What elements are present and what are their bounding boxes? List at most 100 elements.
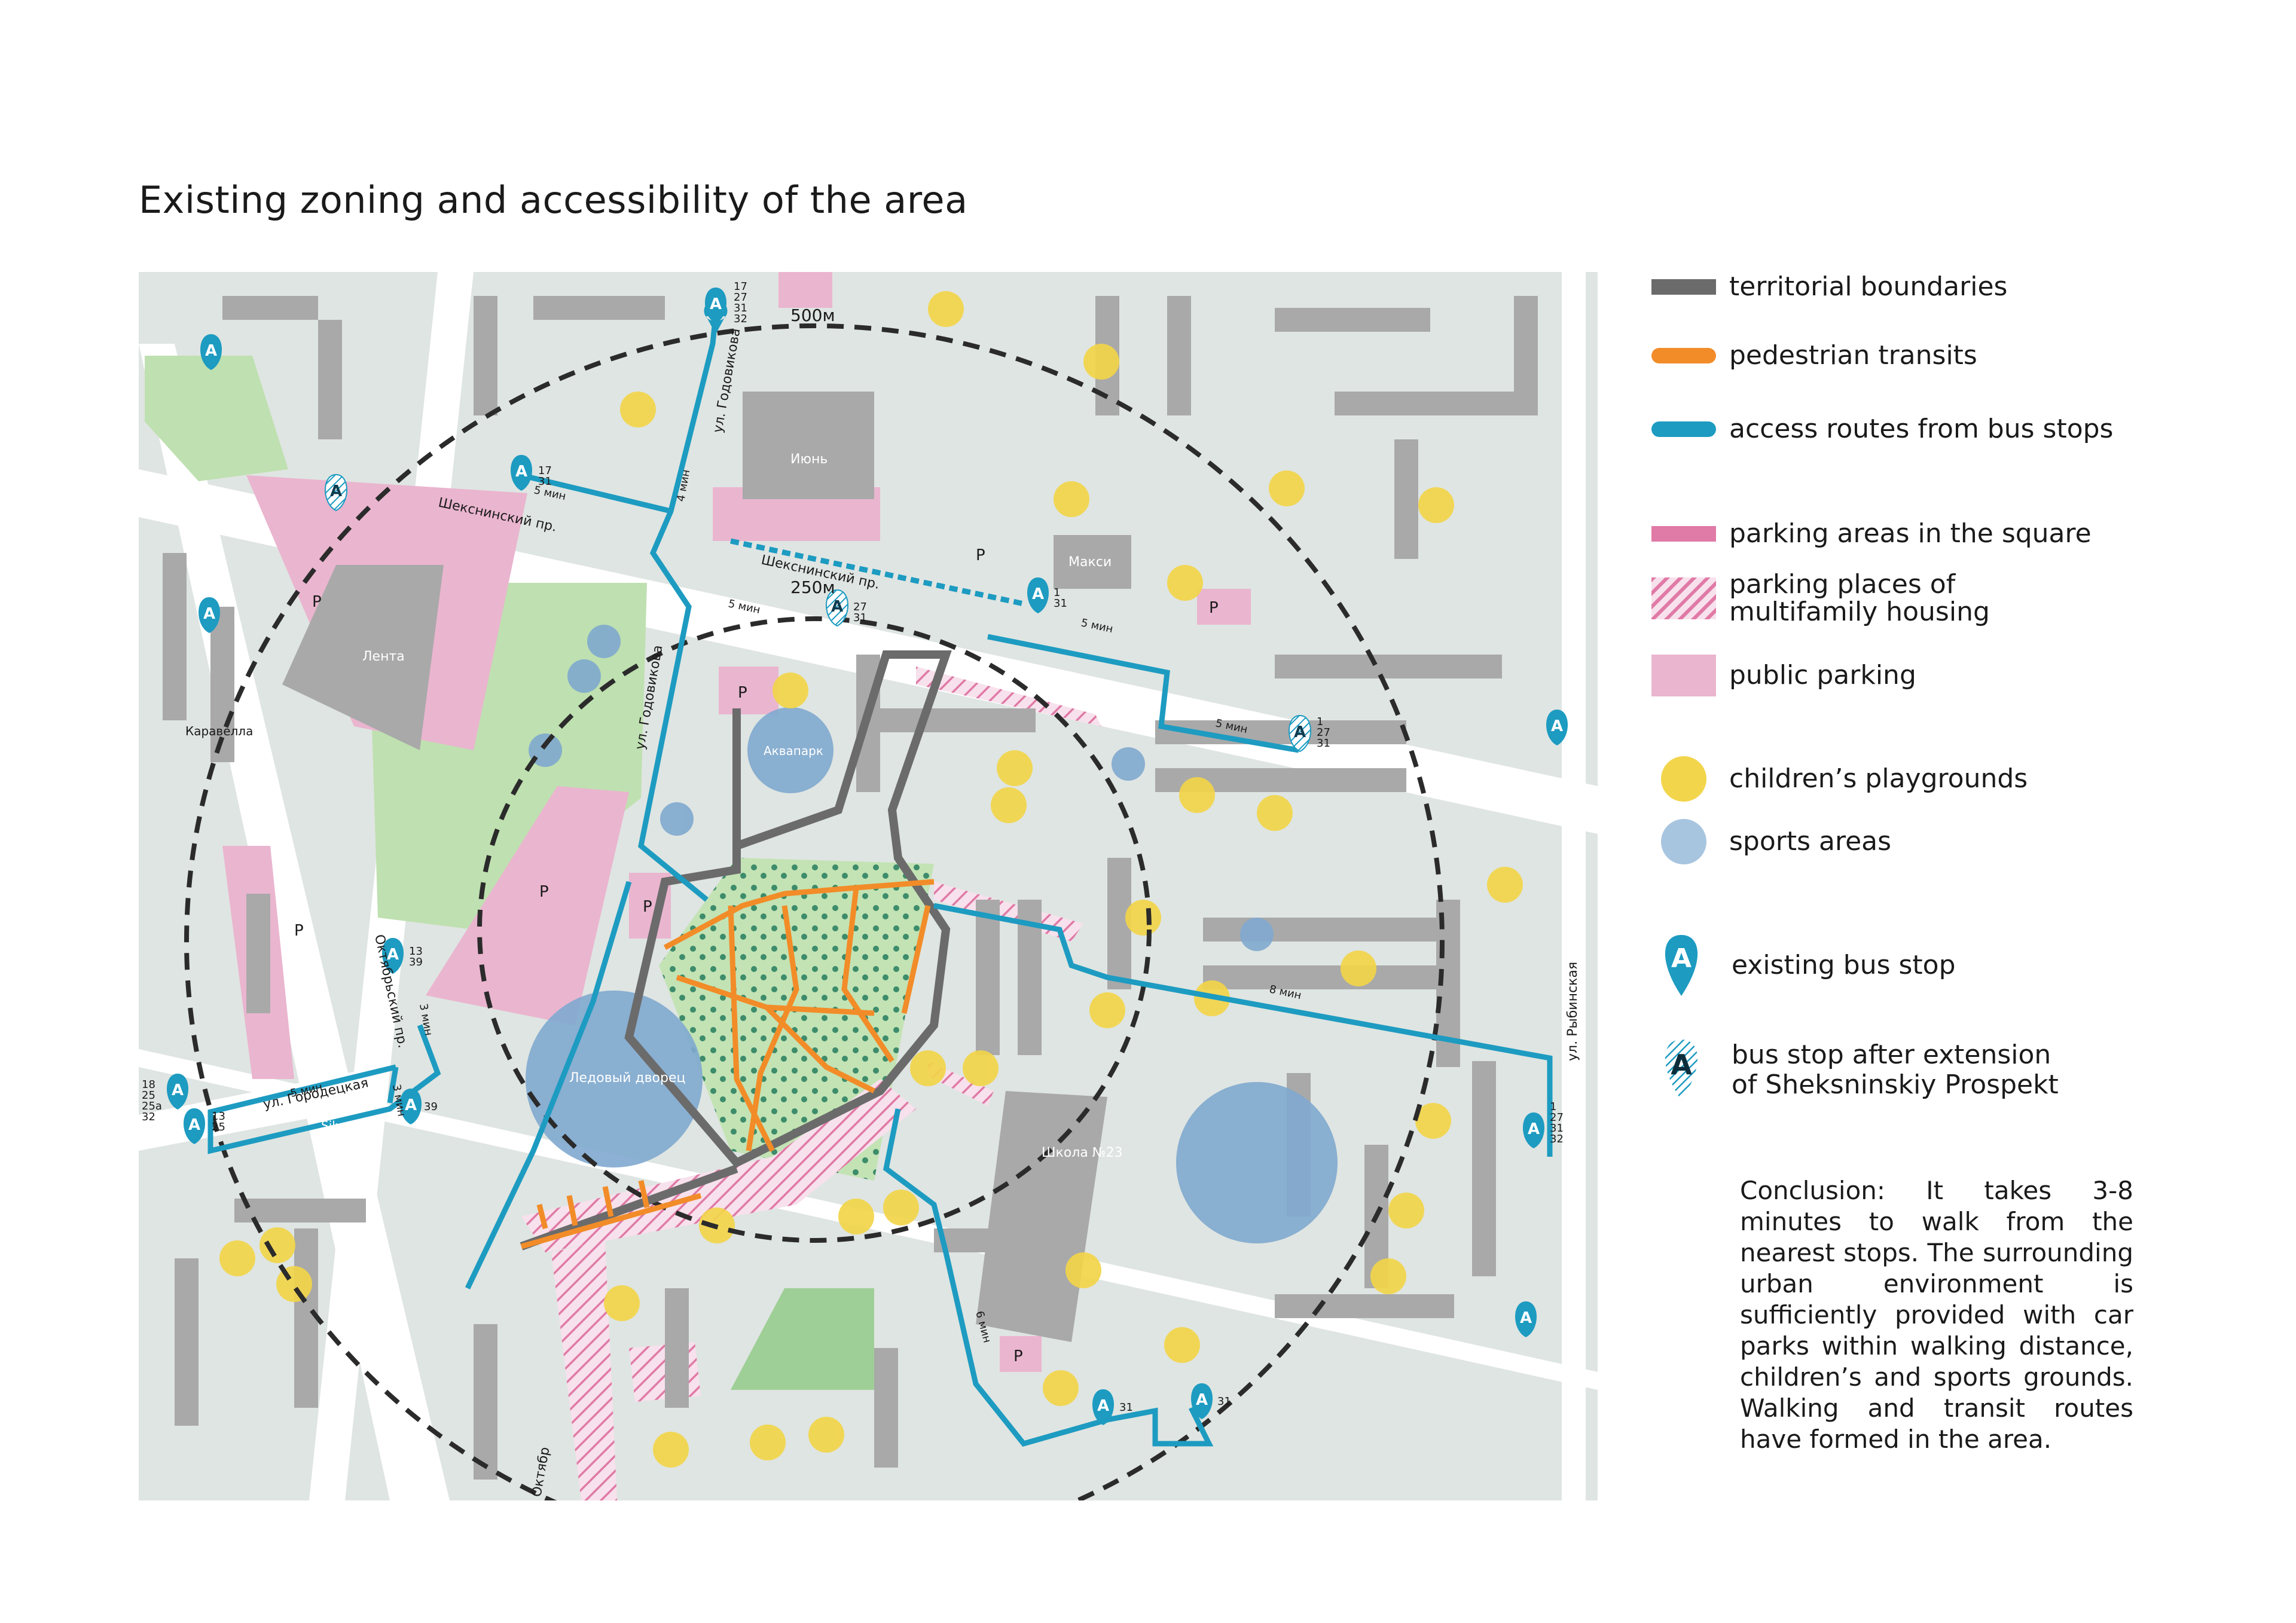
svg-text:31: 31: [1217, 1395, 1231, 1408]
street-label: ул. Рыбинская: [1565, 962, 1580, 1061]
sports-dot-icon: [1661, 819, 1706, 864]
svg-text:A: A: [515, 463, 527, 481]
legend-item-pedestrian: pedestrian transits: [1651, 341, 1977, 371]
building-label: Ледовый дворец: [569, 1071, 686, 1086]
future-bus-stop-pin-icon: [826, 589, 848, 627]
route-number: 31: [1119, 1401, 1133, 1414]
route-number: 13: [409, 945, 423, 958]
svg-text:A: A: [330, 482, 342, 500]
route-number: 31: [734, 302, 747, 314]
svg-text:A: A: [831, 598, 843, 616]
bus-stop-pin-icon: A: [1665, 935, 1698, 996]
bus-stop-pin-icon: [511, 455, 532, 491]
legend-item-bus-routes: access routes from bus stops: [1651, 414, 2113, 444]
legend-label: parking areas in the square: [1729, 518, 2092, 549]
bus-stop-pin-icon: [167, 1074, 188, 1109]
svg-text:A: A: [1196, 1391, 1208, 1409]
legend-label: public parking: [1729, 660, 1916, 690]
route-number: 39: [409, 956, 423, 968]
legend-label: pedestrian transits: [1729, 340, 1977, 371]
walking-radius-rings: [184, 323, 1445, 1500]
road-rybinskaya: [1562, 272, 1586, 1500]
sports-areas: [526, 625, 1338, 1243]
parking-square-icon: [1651, 526, 1716, 542]
route-number: 27: [734, 291, 747, 304]
route-number: 31: [1217, 1395, 1231, 1408]
route-number: 27: [853, 601, 867, 613]
parking-hatch-icon: [1651, 577, 1716, 619]
route-number: 1: [1054, 586, 1060, 599]
svg-text:A: A: [1671, 943, 1692, 974]
ring-250m: [477, 616, 1152, 1243]
parking-label: P: [312, 593, 322, 611]
parking-school: [1000, 1336, 1042, 1372]
playground-dot-icon: [1661, 756, 1706, 802]
parking-north: [778, 272, 832, 308]
boundary-line-icon: [1651, 279, 1716, 295]
route-number: 13: [212, 1110, 225, 1123]
route-number: 17: [538, 464, 552, 477]
territorial-boundary: [624, 650, 952, 1168]
route-number: 27: [1550, 1111, 1564, 1124]
parking-label: P: [643, 898, 652, 916]
building-label: Июнь: [790, 452, 828, 467]
route-number: 27: [1317, 726, 1330, 739]
legend-item-future-bus-stop: A bus stop after extension of Sheksninsk…: [1651, 1037, 2066, 1103]
parking-label: P: [738, 684, 747, 702]
svg-text:131: 131: [1054, 586, 1067, 610]
parking-godovikova: [426, 786, 629, 1025]
route-number: 39: [424, 1101, 438, 1113]
route-number: 31: [1550, 1122, 1564, 1135]
svg-text:A: A: [188, 1116, 200, 1134]
svg-text:39: 39: [424, 1101, 438, 1113]
ring-label-500: 500м: [790, 305, 835, 325]
building-label: Каравелла: [185, 724, 253, 738]
future-bus-stop-pin-icon: A: [1665, 1040, 1698, 1101]
page-title: Existing zoning and accessibility of the…: [139, 178, 968, 222]
parking-label: P: [1209, 599, 1219, 617]
route-number: 1: [1317, 716, 1323, 728]
route-number: 17: [734, 280, 747, 293]
svg-text:A: A: [172, 1081, 184, 1099]
building-iyun: [743, 392, 874, 499]
ring-label-250: 250м: [790, 577, 835, 597]
bus-stop-pin-icon: [199, 597, 220, 633]
building-label: Лента: [362, 649, 405, 664]
legend-label: bus stop after extension of Sheksninskiy…: [1732, 1040, 2059, 1100]
bus-stops[interactable]: [167, 288, 1568, 1425]
building-lenta: [282, 565, 444, 750]
future-bus-stops[interactable]: [325, 473, 1311, 753]
bus-stop-letters: A A A A A A A A A A A A A A A A A: [172, 295, 1563, 1415]
building-maksi: [1054, 535, 1131, 589]
svg-text:A: A: [1528, 1120, 1540, 1138]
bus-stop-pin-icon: [1092, 1389, 1114, 1425]
svg-text:A: A: [1032, 585, 1044, 603]
svg-text:A: A: [1520, 1309, 1532, 1327]
bus-stop-pin-icon: [1191, 1383, 1213, 1419]
bus-stop-pin-icon: [1523, 1112, 1544, 1148]
svg-text:A: A: [205, 342, 217, 360]
building-label: Silver: [321, 1118, 355, 1133]
legend-label: children’s playgrounds: [1729, 763, 2028, 794]
legend-label: parking places of multifamily housing: [1729, 569, 1990, 627]
svg-text:A: A: [1551, 717, 1563, 735]
parking-aquapark: [719, 667, 778, 714]
parking-label: P: [539, 883, 549, 901]
route-number: 31: [538, 475, 552, 488]
svg-text:A: A: [1671, 1049, 1692, 1081]
pedestrian-transits: [520, 879, 935, 1249]
legend-label: access routes from bus stops: [1729, 414, 2114, 444]
map-canvas: 500м 250м Шекснинский пр. Шекснинский пр…: [139, 272, 1598, 1500]
playgrounds: [219, 291, 1523, 1468]
park-northwest: [145, 356, 288, 481]
svg-text:A: A: [203, 605, 215, 623]
district-map[interactable]: 500м 250м Шекснинский пр. Шекснинский пр…: [139, 272, 1598, 1500]
parking-label: P: [976, 546, 985, 564]
